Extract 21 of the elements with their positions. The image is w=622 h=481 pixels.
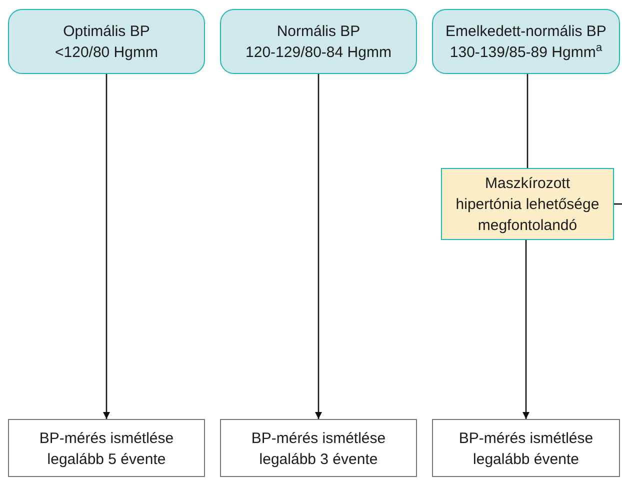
- box-text: Maszkírozott hipertónia lehetősége megfontolandó: [454, 174, 600, 236]
- arrow: [103, 74, 110, 419]
- category-box: [8, 9, 205, 74]
- recommendation-box: [8, 419, 205, 477]
- box-text: 120-129/80-84 Hgmm: [246, 42, 392, 62]
- arrow: [522, 240, 530, 419]
- arrow: [315, 74, 322, 419]
- connector-line: [526, 74, 528, 168]
- note-box: [441, 168, 614, 240]
- box-text: Normális BP: [276, 22, 360, 42]
- category-box: [432, 9, 620, 74]
- category-box: [220, 9, 417, 74]
- box-text: Emelkedett-normális BP: [446, 22, 606, 42]
- box-text: 130-139/85-89 Hgmm$^{a}$: [450, 42, 602, 62]
- recommendation-box: [432, 419, 620, 477]
- box-text: Optimális BP: [63, 22, 150, 42]
- recommendation-box: [220, 419, 417, 477]
- box-text: BP-mérés ismétlése legalább 3 évente: [250, 429, 387, 470]
- box-text: BP-mérés ismétlése legalább 5 évente: [38, 429, 175, 470]
- box-text: <120/80 Hgmm: [55, 42, 158, 62]
- box-text: BP-mérés ismétlése legalább évente: [458, 429, 594, 470]
